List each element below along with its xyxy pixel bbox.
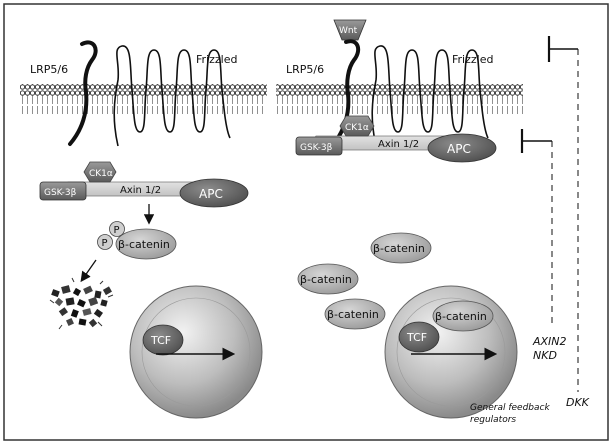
gsk-box-left [39,181,87,201]
frame-border [3,3,609,441]
wnt-ligand [333,19,367,41]
lrp-receptor-left [68,40,98,146]
phosphate-circle-1 [109,221,125,237]
nucleus-left [129,285,263,419]
beta-catenin-label-cyto-2: β-catenin [300,273,352,286]
lrp-label-left: LRP5/6 [30,63,68,76]
gsk-box-right [295,136,343,156]
cell-membrane-left [20,84,267,114]
beta-catenin-phospho [115,228,177,260]
right-panel: Wnt LRP5/6 Frizzled Axin 1/2 CK1α GSK-3β… [276,19,523,419]
dkk-label: DKK [566,396,590,409]
axin-label-right: Axin 1/2 [378,139,419,150]
beta-catenin-cyto-2 [297,263,359,295]
nucleus-inner-left [141,297,251,407]
phosphate-circle-2 [97,234,113,250]
frizzled-receptor-right [371,45,489,147]
apc-oval-right [427,133,497,163]
left-panel: LRP5/6 Frizzled Axin 1/2 CK1α GSK-3β APC… [20,40,267,419]
apc-oval-left [179,178,249,208]
apc-label-right: APC [447,142,471,156]
phosphate-label-2: P [102,238,108,249]
beta-catenin-cyto-1 [370,232,432,264]
nkd-label: NKD [533,349,557,362]
beta-catenin-label-cyto-1: β-catenin [373,242,425,255]
feedback-label-line1: General feedback [470,403,550,413]
ck1-label-left: CK1α [89,169,113,179]
frizzled-label-right: Frizzled [452,53,493,66]
ck1-box-left [83,161,117,183]
nucleus-inner-right [396,297,506,407]
cell-membrane-right [276,84,523,114]
tcf-label-right: TCF [406,331,427,344]
beta-catenin-label-phospho: β-catenin [118,238,170,251]
ck1-box-right [339,115,375,137]
proteasome-debris-icon [49,277,114,330]
axin-label-left: Axin 1/2 [120,185,161,196]
beta-catenin-cyto-3 [324,298,386,330]
gsk-label-left: GSK-3β [44,188,77,198]
frizzled-label-left: Frizzled [196,53,237,66]
lrp-label-right: LRP5/6 [286,63,324,76]
arrow-to-degradation [80,259,97,283]
gsk-label-right: GSK-3β [300,143,333,153]
tcf-label-left: TCF [150,334,171,347]
ck1-label-right: CK1α [345,123,369,133]
beta-catenin-label-cyto-3: β-catenin [327,308,379,321]
tcf-oval-left [142,324,184,356]
beta-catenin-label-nuclear: β-catenin [435,310,487,323]
feedback-label-line2: regulators [470,415,516,425]
wnt-label: Wnt [339,26,358,36]
beta-catenin-nuclear [432,300,494,332]
apc-label-left: APC [199,187,223,201]
phosphate-label-1: P [114,225,120,236]
feedback-regulators: DKK AXIN2 NKD General feedback regulator… [470,36,590,425]
axin2-label: AXIN2 [532,335,567,348]
tcf-oval-right [398,321,440,353]
frizzled-receptor-left [113,45,231,147]
